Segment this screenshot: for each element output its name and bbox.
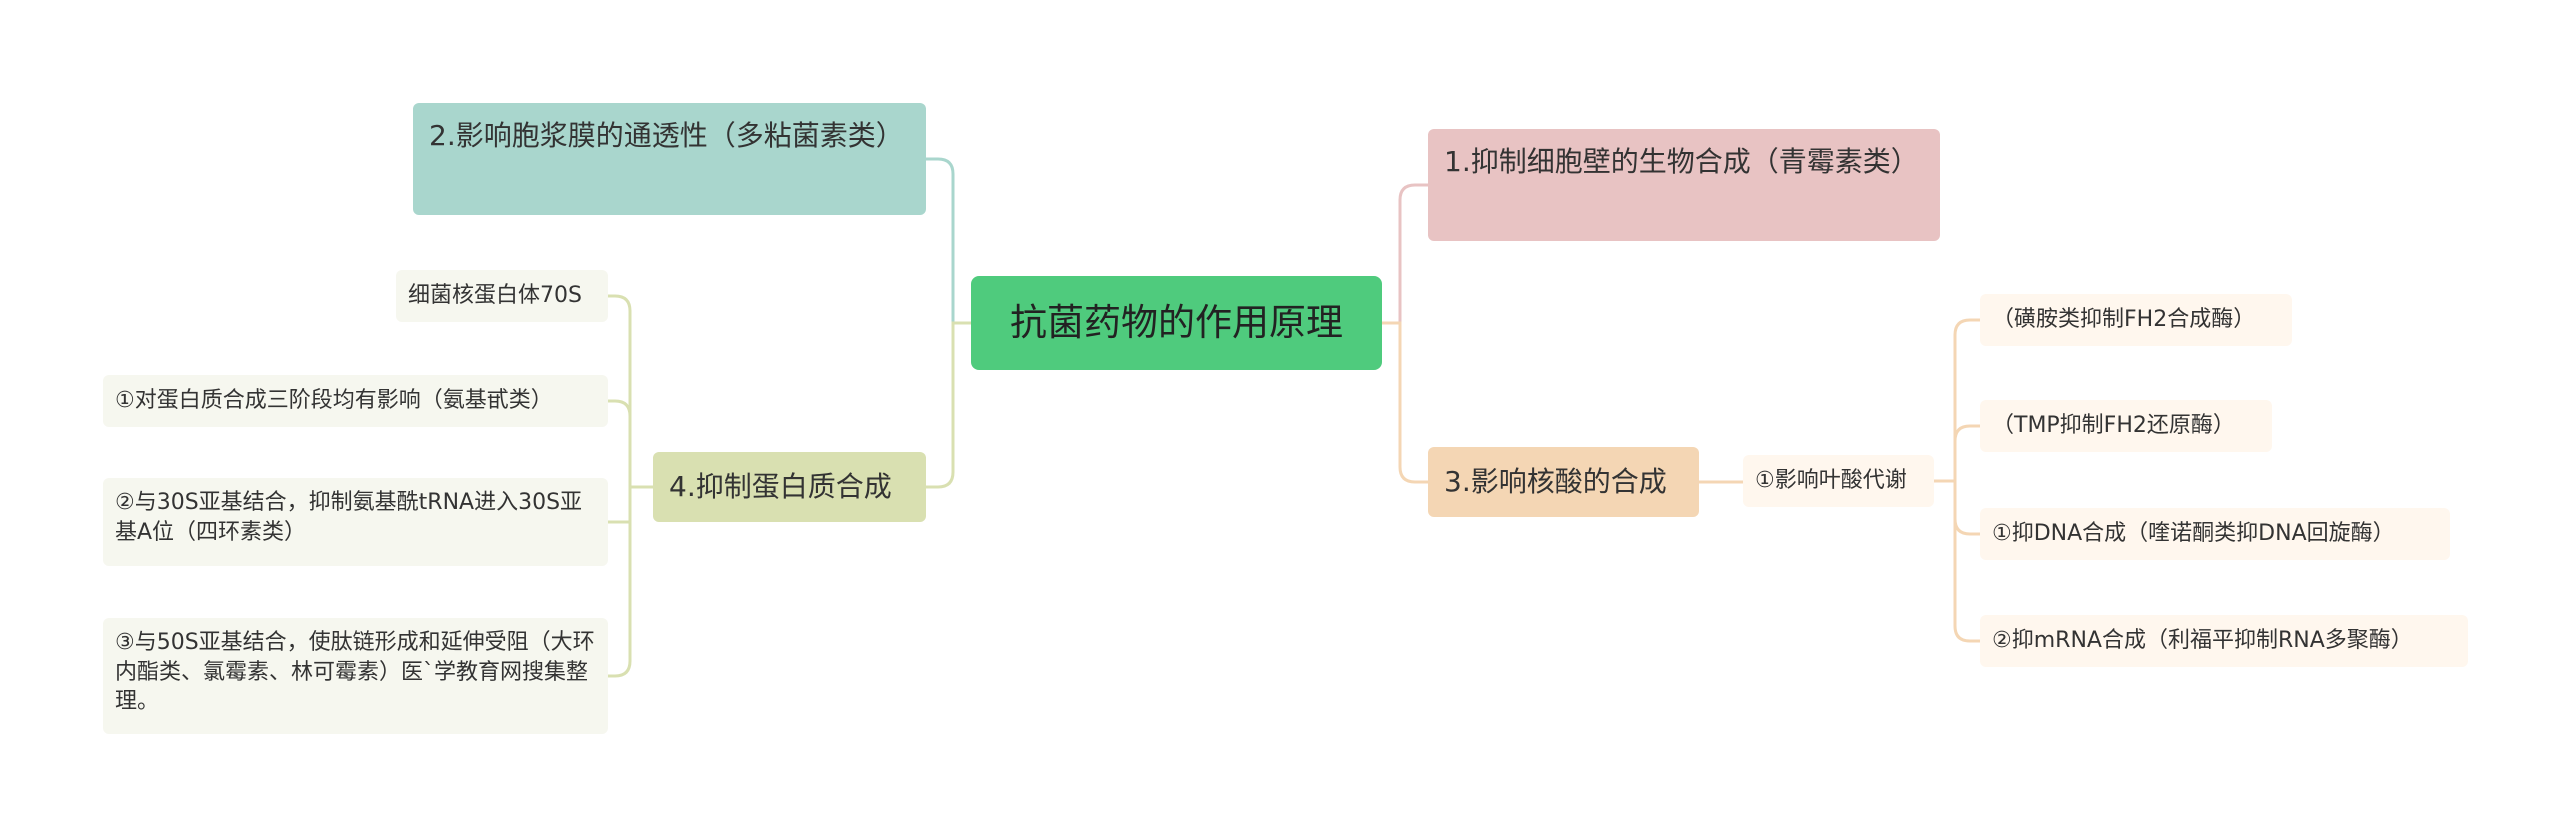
branch-nucleic-acid[interactable]: 3.影响核酸的合成 [1428, 447, 1699, 517]
branch-protein-label: 4.抑制蛋白质合成 [669, 470, 892, 504]
link-folic-c1 [1934, 318, 1980, 483]
branch-protein[interactable]: 4.抑制蛋白质合成 [653, 452, 926, 522]
leaf-tetracyclines-label: ②与30S亚基结合，抑制氨基酰tRNA进入30S亚基A位（四环素类） [115, 490, 583, 545]
leaf-sulfonamides[interactable]: （磺胺类抑制FH2合成酶） [1980, 294, 2292, 346]
branch-nucleic-acid-label: 3.影响核酸的合成 [1444, 465, 1667, 499]
leaf-mrna-synthesis[interactable]: ②抑mRNA合成（利福平抑制RNA多聚酶） [1980, 615, 2468, 667]
leaf-ribosome-70s-label: 细菌核蛋白体70S [408, 283, 582, 309]
link-b4-a1 [608, 399, 653, 489]
branch-cell-wall[interactable]: 1.抑制细胞壁的生物合成（青霉素类） [1428, 129, 1940, 241]
link-root-b4 [926, 321, 971, 489]
link-folic-c3 [1934, 479, 1980, 536]
link-folic-c4 [1934, 479, 1980, 643]
node-folic-acid-label: ①影响叶酸代谢 [1755, 468, 1907, 494]
leaf-dna-synthesis[interactable]: ①抑DNA合成（喹诺酮类抑DNA回旋酶） [1980, 508, 2450, 560]
link-root-b2 [926, 157, 971, 325]
leaf-mrna-synthesis-label: ②抑mRNA合成（利福平抑制RNA多聚酶） [1992, 628, 2413, 654]
leaf-aminoglycosides-label: ①对蛋白质合成三阶段均有影响（氨基甙类） [115, 388, 553, 414]
leaf-macrolides[interactable]: ③与50S亚基结合，使肽链形成和延伸受阻（大环内酯类、氯霉素、林可霉素）医`学教… [103, 618, 608, 734]
node-folic-acid[interactable]: ①影响叶酸代谢 [1743, 455, 1934, 507]
leaf-dna-synthesis-label: ①抑DNA合成（喹诺酮类抑DNA回旋酶） [1992, 521, 2395, 547]
link-b4-a3 [608, 485, 653, 678]
branch-membrane-label: 2.影响胞浆膜的通透性（多粘菌素类） [429, 119, 904, 152]
leaf-sulfonamides-label: （磺胺类抑制FH2合成酶） [1992, 307, 2256, 333]
link-root-b1 [1382, 183, 1428, 325]
branch-membrane[interactable]: 2.影响胞浆膜的通透性（多粘菌素类） [413, 103, 926, 215]
branch-cell-wall-label: 1.抑制细胞壁的生物合成（青霉素类） [1444, 145, 1919, 178]
link-folic-c2 [1934, 424, 1980, 483]
leaf-tmp-label: （TMP抑制FH2还原酶） [1992, 413, 2235, 439]
root-node[interactable]: 抗菌药物的作用原理 [971, 276, 1382, 370]
leaf-tetracyclines[interactable]: ②与30S亚基结合，抑制氨基酰tRNA进入30S亚基A位（四环素类） [103, 478, 608, 566]
leaf-tmp[interactable]: （TMP抑制FH2还原酶） [1980, 400, 2272, 452]
root-label: 抗菌药物的作用原理 [1010, 301, 1343, 345]
leaf-macrolides-label: ③与50S亚基结合，使肽链形成和延伸受阻（大环内酯类、氯霉素、林可霉素）医`学教… [115, 630, 595, 715]
link-root-b3 [1382, 321, 1428, 484]
leaf-ribosome-70s[interactable]: 细菌核蛋白体70S [396, 270, 608, 322]
link-b4-ribosome [608, 294, 653, 489]
leaf-aminoglycosides[interactable]: ①对蛋白质合成三阶段均有影响（氨基甙类） [103, 375, 608, 427]
